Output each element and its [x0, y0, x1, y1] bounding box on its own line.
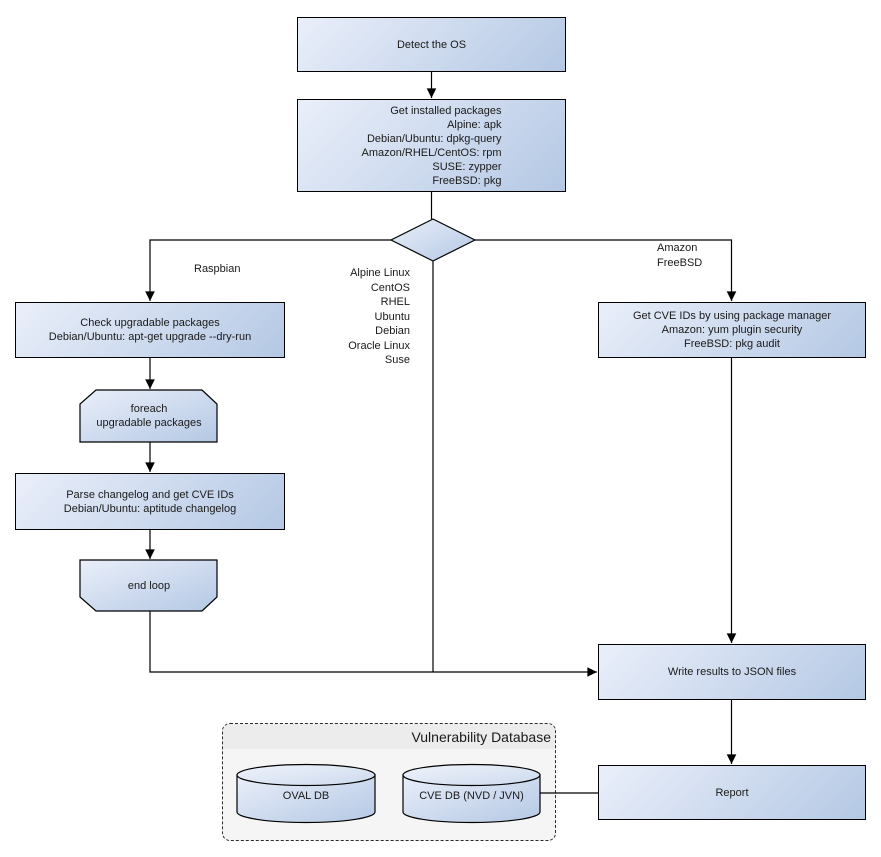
node-check-upgradable: Check upgradable packages Debian/Ubuntu:… — [15, 302, 285, 358]
edge-decision-to-get-cve-ids — [475, 239, 737, 301]
node-check-upgradable-text: Check upgradable packages Debian/Ubuntu:… — [48, 317, 252, 343]
edge-label-middle-os-list: Alpine Linux CentOS RHEL Ubuntu Debian O… — [348, 267, 410, 366]
oval-db-cylinder-top — [236, 763, 376, 787]
cve-db-cylinder-top — [402, 763, 541, 787]
edge-label-amazon-freebsd: Amazon FreeBSD — [657, 242, 703, 269]
edge-endloop-to-write-results — [149, 611, 598, 677]
node-get-cve-ids: Get CVE IDs by using package manager Ama… — [598, 302, 866, 358]
edge-decision-to-check-upgradable — [145, 239, 391, 301]
foreach-loop-shape — [79, 389, 218, 443]
oval-db-cylinder-body — [236, 774, 376, 824]
edge-label-raspbian: Raspbian — [194, 263, 241, 275]
vulnerability-database-title-text: Vulnerability Database — [411, 728, 551, 745]
cve-db-cylinder-body — [402, 774, 541, 824]
end-loop-shape — [79, 559, 218, 612]
node-write-results: Write results to JSON files — [598, 644, 866, 700]
decision-diamond — [389, 218, 477, 262]
node-get-installed-packages: Get installed packages Alpine: apk Debia… — [297, 99, 566, 192]
node-get-installed-packages-text: Get installed packages Alpine: apk Debia… — [361, 104, 502, 187]
node-report-label: Report — [715, 786, 749, 799]
node-get-cve-ids-text: Get CVE IDs by using package manager Ama… — [632, 310, 832, 350]
node-detect-os-label: Detect the OS — [396, 38, 467, 51]
node-parse-changelog-text: Parse changelog and get CVE IDs Debian/U… — [63, 488, 237, 515]
node-write-results-label: Write results to JSON files — [667, 666, 797, 678]
vulnerability-database-title: Vulnerability Database — [223, 724, 555, 749]
node-parse-changelog: Parse changelog and get CVE IDs Debian/U… — [15, 473, 285, 530]
node-report: Report — [598, 765, 866, 820]
node-detect-os: Detect the OS — [297, 17, 566, 72]
